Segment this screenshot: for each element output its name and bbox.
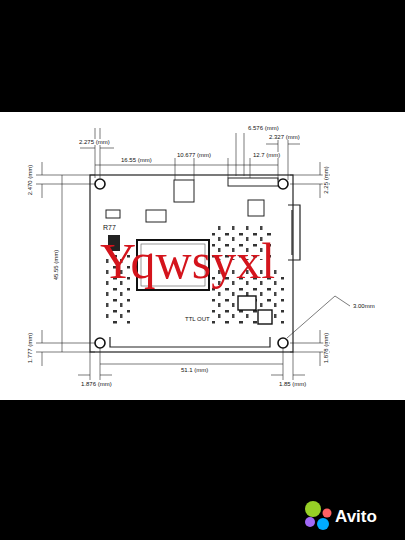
side-connector (288, 205, 300, 260)
mounting-holes (95, 179, 288, 348)
dimension-text: 1.878 (mm) (323, 332, 329, 365)
dimension-text: 3.00mm (352, 303, 376, 309)
watermark: Yqwsyxl (100, 236, 275, 286)
connector-label: TTL OUT (185, 316, 210, 322)
top-connector (174, 180, 194, 202)
dimension-text: 45.55 (mm) (53, 249, 59, 282)
dimension-text: 1.876 (mm) (80, 381, 113, 387)
dimension-text: 2.275 (mm) (78, 139, 111, 145)
logo-text: Avito (335, 508, 377, 525)
dimension-text: 1.777 (mm) (27, 332, 33, 365)
ttl-header (110, 337, 270, 347)
dimension-text: 51.1 (mm) (180, 367, 209, 373)
dimension-text: 2.327 (mm) (268, 134, 301, 140)
avito-logo-dots (305, 501, 332, 530)
dimension-text: 10.677 (mm) (176, 152, 212, 158)
dimension-text: 12.7 (mm) (252, 152, 281, 158)
dimension-text: 1.85 (mm) (278, 381, 307, 387)
dimension-text: 2.470 (mm) (27, 164, 33, 197)
pcb-outline (90, 175, 293, 352)
dimension-text: 16.55 (mm) (120, 157, 153, 163)
dimension-text: 6.576 (mm) (247, 125, 280, 131)
dimension-lines (36, 128, 350, 380)
dimension-text: 2.25 (mm) (323, 165, 329, 194)
paper (0, 112, 405, 400)
part-label: R77 (103, 224, 116, 231)
